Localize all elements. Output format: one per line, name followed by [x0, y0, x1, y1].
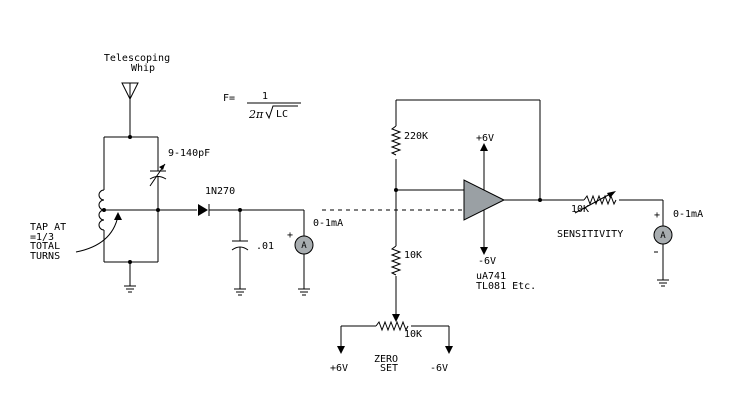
opamp-supply-plus: +6V: [476, 133, 494, 144]
meter-2-range: 0-1mA: [673, 209, 703, 220]
meter-2-plus: +: [654, 210, 660, 221]
sensitivity-resistor: [574, 191, 663, 214]
resonance-formula: F= 1 2π LC: [223, 91, 301, 121]
svg-text:1: 1: [262, 91, 268, 102]
antenna-label: Telescoping Whip: [104, 53, 176, 74]
meter-1-plus: +: [287, 230, 293, 241]
svg-text:F=: F=: [223, 93, 235, 104]
bias-resistor: [390, 245, 402, 322]
tank-circuit: [98, 136, 167, 293]
filter-capacitor: [231, 210, 249, 296]
coil-tap: [75, 208, 197, 253]
tap-label: TAP AT =1/3 TOTAL TURNS: [30, 222, 72, 262]
opamp-supply-minus: -6V: [478, 256, 496, 267]
opamp-part-label: uA741 TL081 Etc.: [476, 271, 536, 292]
sensitivity-label: SENSITIVITY: [557, 229, 623, 240]
zero-set-pot: [337, 320, 453, 354]
meter-1: A: [294, 210, 314, 296]
rail-left-label: +6V: [330, 363, 348, 374]
feedback-resistor-label: 220K: [404, 131, 428, 142]
meter-2: A: [653, 200, 673, 287]
antenna-symbol: [121, 82, 139, 139]
diode-symbol: [198, 204, 304, 216]
feedback-loop: [390, 99, 541, 246]
op-amp: [463, 143, 584, 255]
svg-text:A: A: [301, 241, 307, 251]
svg-text:A: A: [660, 231, 666, 241]
zero-set-label: ZERO SET: [374, 354, 404, 374]
svg-text:2π: 2π: [248, 108, 264, 121]
rail-right-label: -6V: [430, 363, 448, 374]
diode-label: 1N270: [205, 186, 235, 197]
variable-cap-label: 9-140pF: [168, 148, 210, 159]
bias-resistor-label: 10K: [404, 250, 422, 261]
filter-cap-label: .01: [256, 241, 274, 252]
zero-pot-label: 10K: [404, 329, 422, 340]
meter-1-range: 0-1mA: [313, 218, 343, 229]
svg-text:LC: LC: [276, 109, 288, 120]
sensitivity-resistor-label: 10K: [571, 204, 589, 215]
